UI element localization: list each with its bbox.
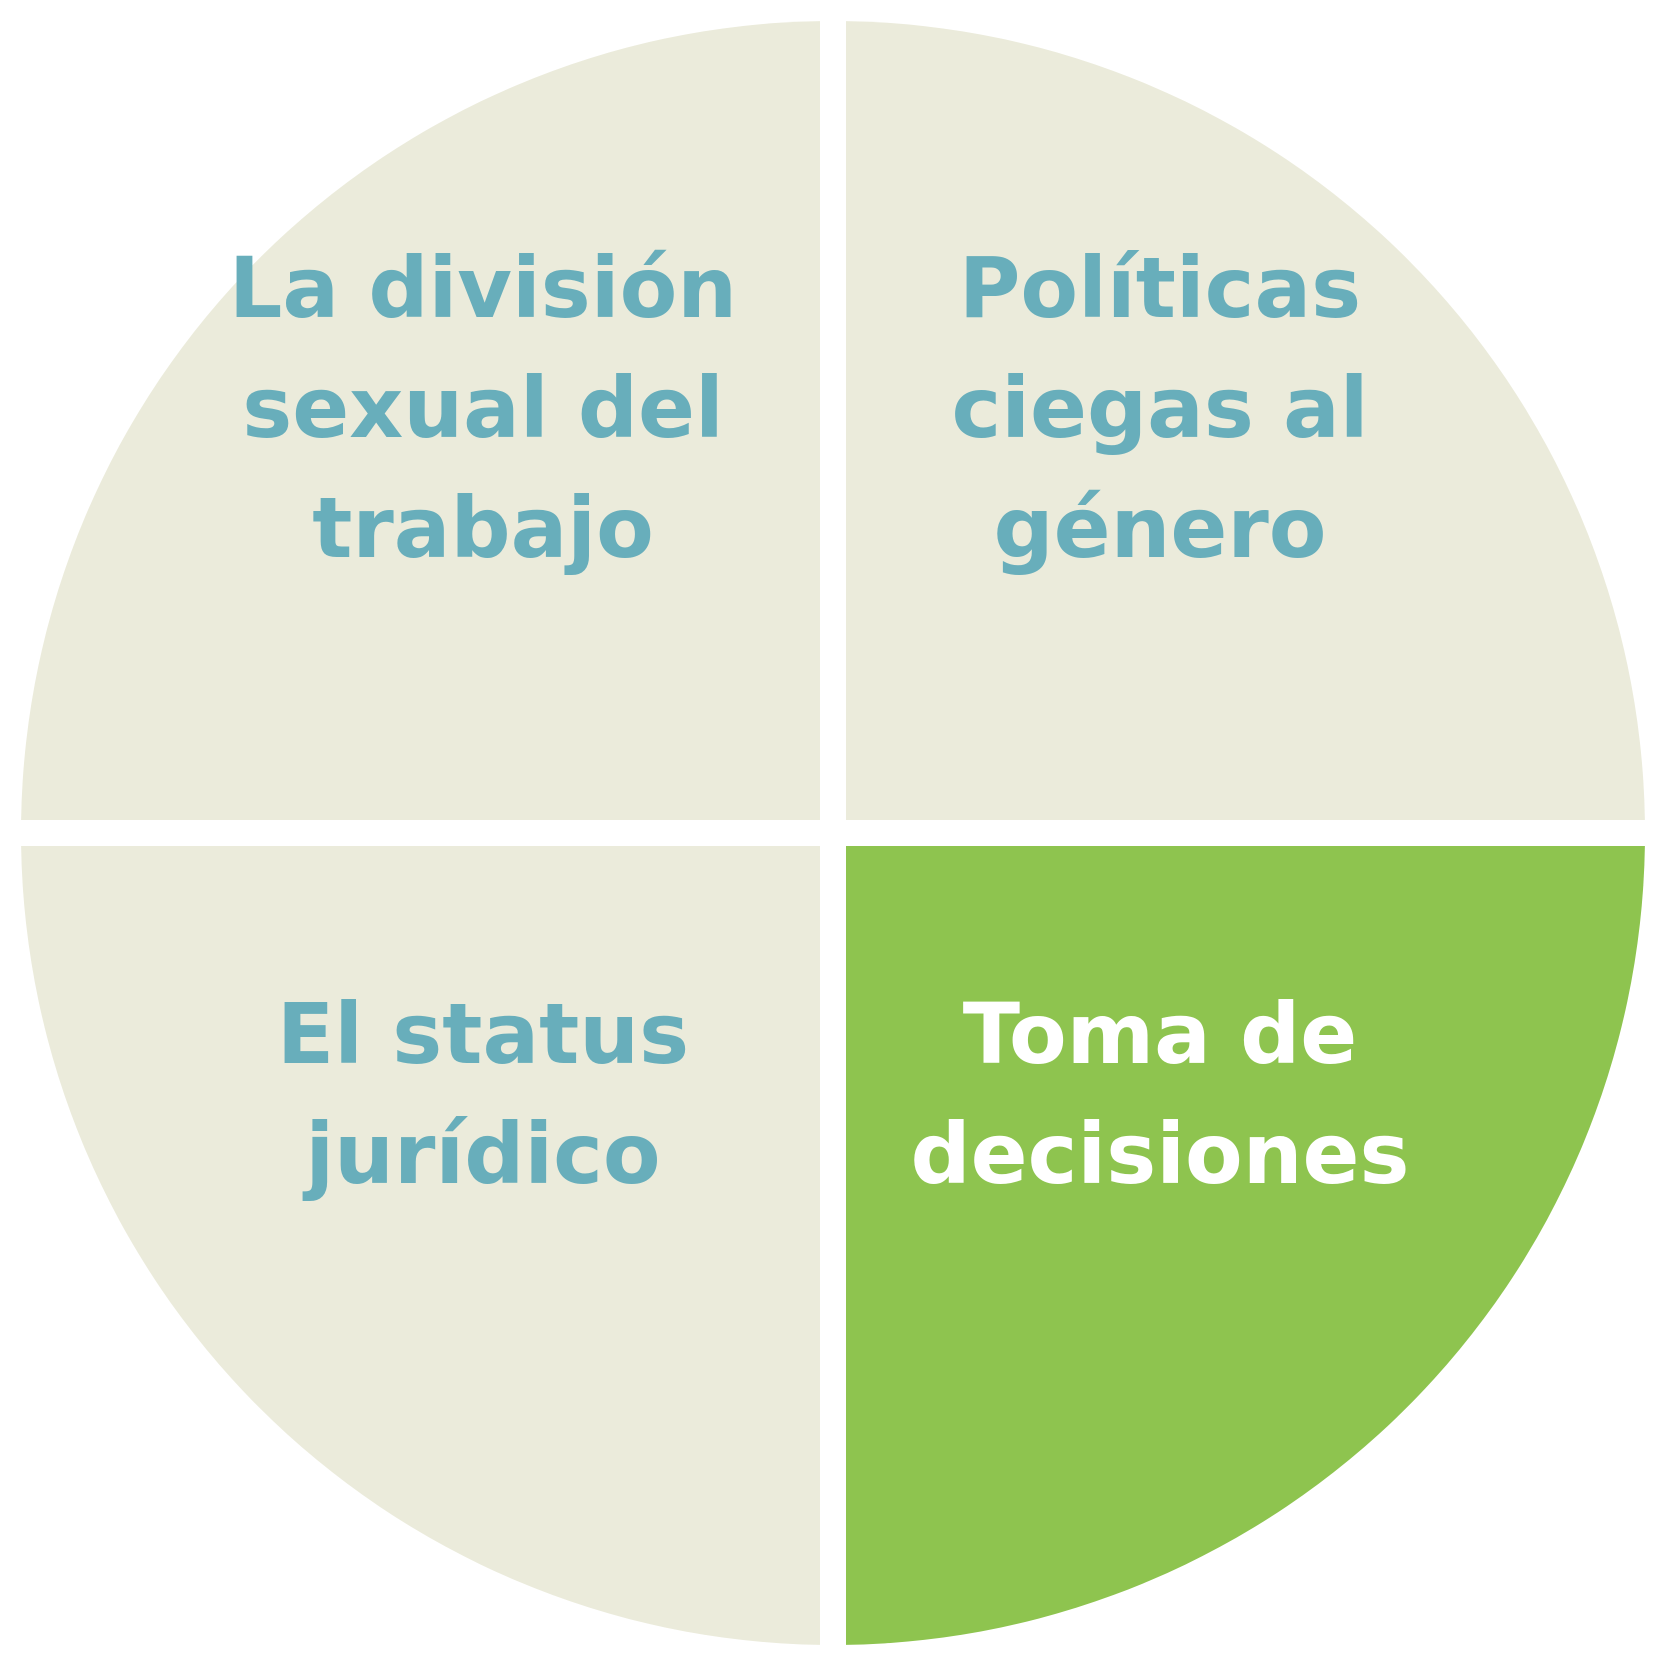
quadrant-bottom-right [846,846,1645,1645]
quadrant-label-line: trabajo [312,479,654,577]
quadrant-label-bottom-left: El status jurídico [277,985,689,1203]
quadrant-top-left [21,21,821,821]
quadrant-labels: La división sexual del trabajo Políticas cie… [229,239,1410,1203]
quadrant-label-line: Toma de [963,985,1357,1083]
quadrant-label-line: sexual del [242,359,724,457]
quadrant-label-line: decisiones [911,1105,1410,1203]
quadrant-label-line: El status [277,985,689,1083]
quadrant-bottom-left [21,846,821,1645]
quadrant-slices [21,21,1645,1645]
quadrant-label-bottom-right: Toma de decisiones [911,985,1410,1203]
quadrant-label-line: La división [229,239,737,337]
quadrant-label-line: Políticas [959,239,1361,337]
quadrant-label-line: ciegas al [951,359,1368,457]
quadrant-label-top-left: La división sexual del trabajo [229,239,737,577]
quadrant-label-line: género [993,479,1326,577]
quadrant-top-right [846,21,1645,821]
quadrant-label-line: jurídico [302,1105,660,1203]
quadrant-label-top-right: Políticas ciegas al género [951,239,1368,577]
